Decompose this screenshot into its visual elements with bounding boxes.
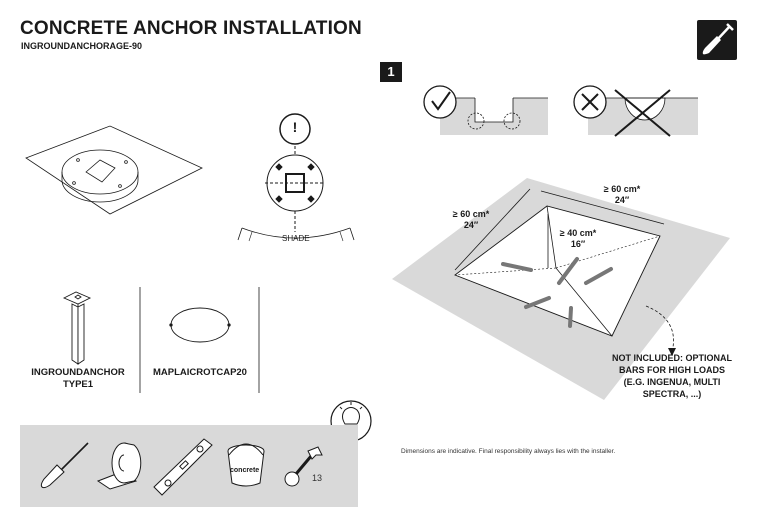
anchor-top-view: [237, 146, 355, 242]
step-number: 1: [380, 62, 402, 82]
product-anchor-label: INGROUNDANCHOR TYPE1: [31, 367, 125, 390]
warning-icon: [279, 113, 311, 145]
excavation-drawing: [392, 178, 730, 400]
tape-icon: [96, 442, 142, 490]
shade-label: SHADE: [282, 234, 310, 243]
optional-bars-note: NOT INCLUDED: OPTIONAL BARS FOR HIGH LOA…: [612, 353, 732, 399]
correct-hole-drawing: [440, 97, 548, 135]
dimension-width: ≥ 60 cm* 24″: [603, 184, 641, 205]
shovel-badge: [697, 20, 737, 60]
tool-count: 13: [312, 473, 323, 483]
dimension-depth: ≥ 40 cm* 16″: [559, 228, 597, 249]
disclaimer-text: Dimensions are indicative. Final respons…: [401, 448, 616, 455]
warning-symbol: !: [292, 119, 298, 135]
cross-icon: [573, 85, 607, 119]
bucket-label: concrete: [230, 467, 260, 474]
wrong-hole-drawing: [588, 89, 698, 137]
tools-panel: concrete 13: [20, 425, 358, 507]
dimension-length: ≥ 60 cm* 24″: [452, 209, 490, 230]
tools-drawing: [40, 438, 323, 496]
page-title: CONCRETE ANCHOR INSTALLATION: [20, 18, 362, 39]
product-code: INGROUNDANCHORAGE-90: [21, 41, 143, 51]
base-plate-drawing: [25, 125, 203, 215]
bucket-icon: [227, 443, 265, 487]
shovel-icon: [702, 23, 734, 55]
wrench-icon: [284, 446, 323, 487]
cap-drawing: [169, 307, 231, 343]
product-cap-label: MAPLAICROTCAP20: [153, 367, 247, 378]
check-icon: [423, 85, 457, 119]
level-icon: [153, 438, 213, 496]
shovel-icon: [40, 442, 89, 489]
ground-anchor-drawing: [62, 291, 92, 365]
